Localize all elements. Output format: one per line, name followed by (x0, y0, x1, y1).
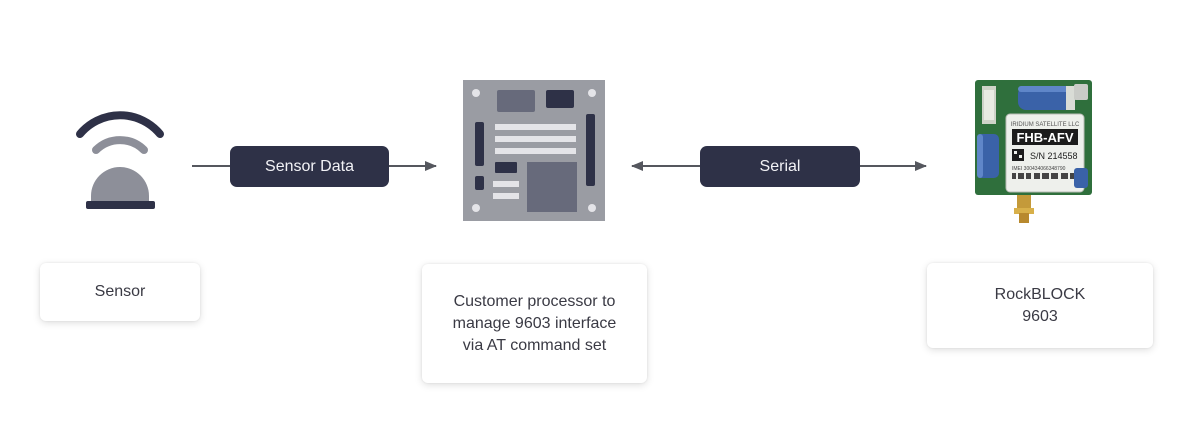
node-card-processor: Customer processor to manage 9603 interf… (422, 264, 647, 383)
module-brand-text: IRIDIUM SATELLITE LLC (1011, 122, 1080, 128)
node-label-rockblock-line-1: RockBLOCK (994, 285, 1086, 303)
node-label-processor-line-1: Customer processor to (453, 292, 616, 310)
node-label-processor-line-2: manage 9603 interface (452, 314, 617, 332)
module-serial-text: S/N 214558 (1030, 151, 1078, 161)
circuit-board-icon (463, 80, 605, 221)
node-label-sensor: Sensor (94, 283, 146, 300)
edge-label-sensor-data: Sensor Data (230, 146, 389, 187)
edge-label-serial: Serial (700, 146, 860, 187)
node-label-rockblock-line-2: 9603 (1022, 307, 1058, 325)
sensor-signal-icon (76, 111, 164, 209)
node-card-sensor: Sensor (40, 263, 200, 321)
rockblock-module-image: IRIDIUM SATELLITE LLC FHB-AFV S/N 214558… (975, 80, 1092, 223)
module-model-text: FHB-AFV (1016, 130, 1073, 145)
module-imei-text: IMEI 300434066348790 (1012, 166, 1066, 172)
node-label-processor-line-3: via AT command set (462, 336, 607, 354)
node-card-rockblock: RockBLOCK 9603 (927, 263, 1153, 348)
